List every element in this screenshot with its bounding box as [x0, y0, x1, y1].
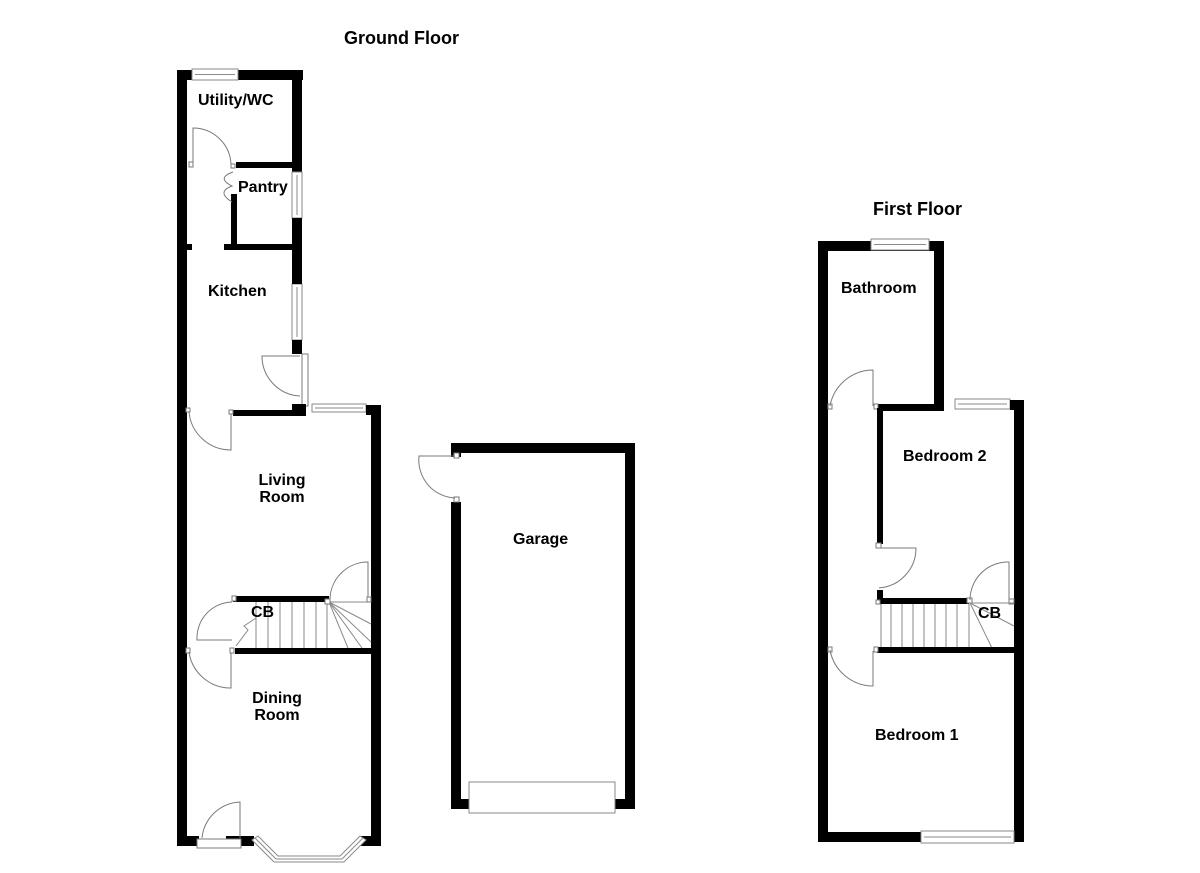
label-line: Room [254, 707, 300, 724]
room-label-utility-wc: Utility/WC [198, 92, 274, 109]
wall [177, 70, 187, 846]
garage-door [468, 781, 616, 814]
garage-plan [418, 443, 635, 814]
staircase [880, 602, 1015, 649]
label-line: Living [258, 472, 306, 489]
room-label-bedroom-1: Bedroom 1 [875, 727, 959, 744]
room-label-cb: CB [251, 604, 275, 621]
room-label-garage: Garage [513, 531, 569, 548]
staircase [235, 601, 372, 649]
first-floor-plan [818, 238, 1024, 844]
room-label-cb-first: CB [978, 605, 1002, 622]
room-label-living-room: Living Room [252, 472, 312, 506]
ground-floor-plan [177, 68, 381, 863]
room-label-dining-room: Dining Room [247, 690, 307, 724]
ground-floor-title: Ground Floor [344, 28, 459, 48]
label-line: Room [259, 489, 305, 506]
room-label-bedroom-2: Bedroom 2 [903, 448, 987, 465]
label-line: Dining [252, 690, 302, 707]
room-label-bathroom: Bathroom [841, 280, 917, 297]
room-label-kitchen: Kitchen [208, 283, 267, 300]
room-label-pantry: Pantry [238, 179, 288, 196]
first-floor-title: First Floor [873, 199, 962, 219]
